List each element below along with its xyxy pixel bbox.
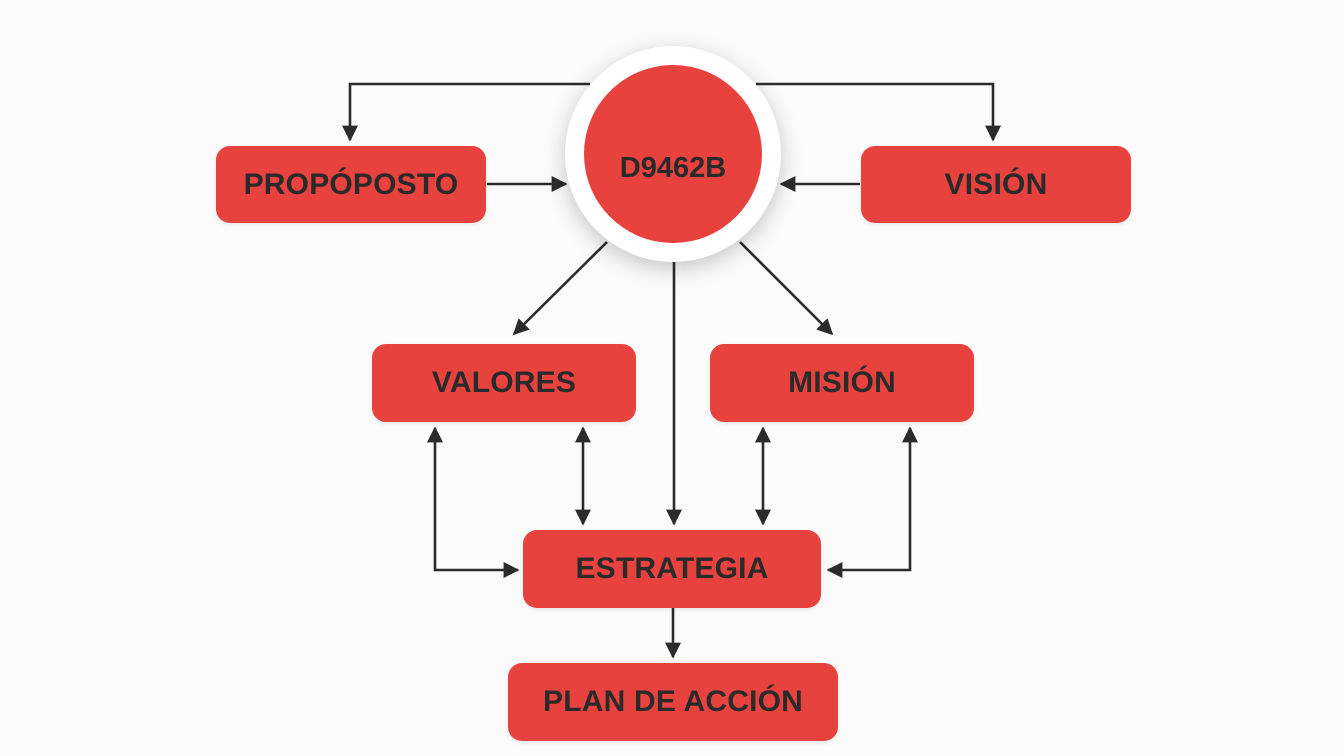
node-vision-label: VISIÓN (944, 167, 1048, 201)
node-valores[interactable]: VALORES (372, 344, 636, 422)
node-vision[interactable]: VISIÓN (861, 146, 1131, 223)
arrow-hub-to-mision (739, 241, 834, 336)
node-proposito[interactable]: PROPÓPOSTO (216, 146, 486, 223)
node-estrategia-label: ESTRATEGIA (575, 552, 769, 585)
node-valores-label: VALORES (431, 366, 577, 399)
arrow-hub-to-valores (512, 241, 608, 336)
arrow-estrategia-mision-elbow (826, 426, 918, 578)
hub-label: D9462B (619, 151, 727, 184)
node-proposito-label: PROPÓPOSTO (243, 167, 459, 201)
node-mision[interactable]: MISIÓN (710, 344, 974, 422)
arrow-hub-to-vision (756, 82, 1001, 142)
node-plan-de-accion[interactable]: PLAN DE ACCIÓN (508, 663, 838, 741)
arrow-estrategia-valores-elbow (427, 426, 520, 578)
node-plan-label: PLAN DE ACCIÓN (542, 685, 804, 718)
arrow-hub-to-proposito (342, 82, 590, 142)
hub-node[interactable]: D9462B (584, 65, 762, 243)
node-mision-label: MISIÓN (788, 366, 896, 399)
node-estrategia[interactable]: ESTRATEGIA (523, 530, 821, 608)
